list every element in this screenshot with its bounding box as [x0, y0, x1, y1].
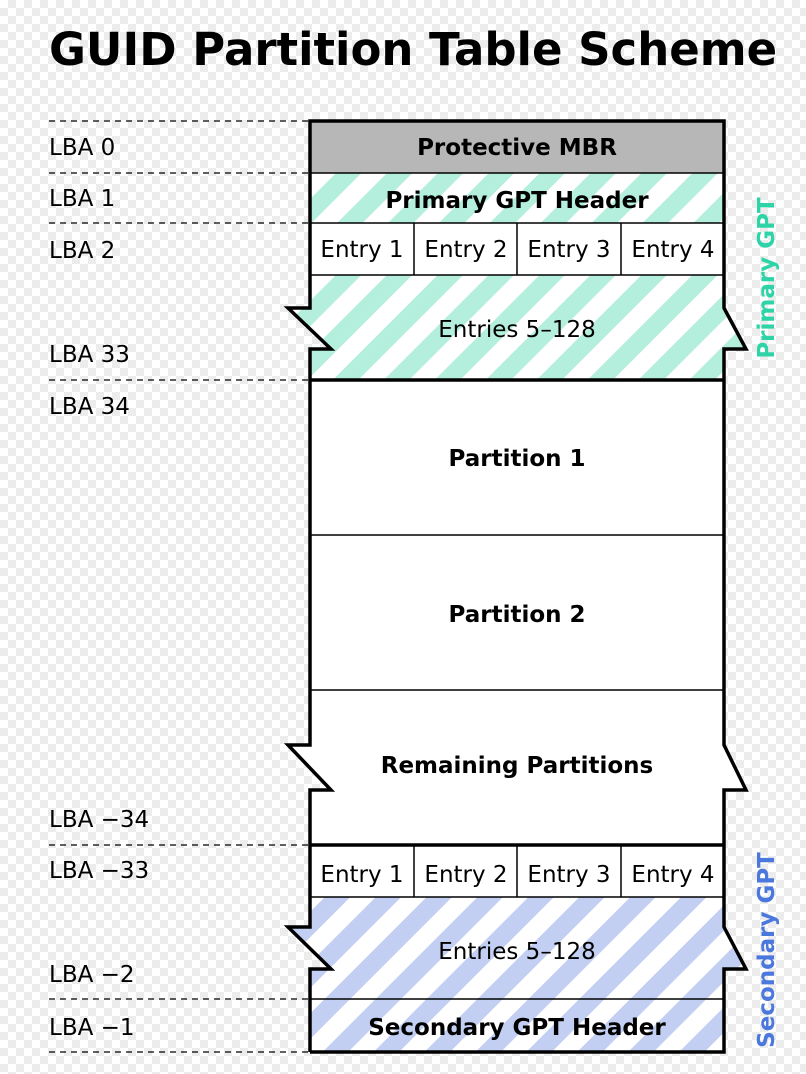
- block-labels: Protective MBR Primary GPT Header Entry …: [320, 135, 714, 1041]
- secondary-entry-1: Entry 1: [320, 862, 403, 888]
- disk-outline: [283, 119, 749, 1054]
- lba-label-0: LBA 0: [49, 135, 115, 161]
- primary-entry-4: Entry 4: [631, 237, 714, 263]
- block-dividers: [310, 172, 724, 1000]
- diagram-title: GUID Partition Table Scheme: [49, 23, 778, 76]
- secondary-entry-2: Entry 2: [424, 862, 507, 888]
- lba-label-minus-34: LBA −34: [49, 807, 149, 833]
- lba-labels: LBA 0 LBA 1 LBA 2 LBA 33 LBA 34 LBA −34 …: [49, 135, 149, 1041]
- partition-2-label: Partition 2: [448, 602, 585, 628]
- lba-label-34: LBA 34: [49, 394, 130, 420]
- lba-label-minus-1: LBA −1: [49, 1015, 135, 1041]
- partition-1-label: Partition 1: [448, 446, 585, 472]
- primary-entry-1: Entry 1: [320, 237, 403, 263]
- primary-gpt-side-label: Primary GPT: [754, 197, 780, 359]
- lba-label-1: LBA 1: [49, 186, 115, 212]
- secondary-gpt-header-label: Secondary GPT Header: [368, 1015, 666, 1041]
- lba-label-2: LBA 2: [49, 238, 115, 264]
- primary-gpt-header-label: Primary GPT Header: [385, 188, 649, 214]
- lba-label-33: LBA 33: [49, 342, 130, 368]
- section-boundaries: [310, 378, 724, 847]
- secondary-gpt-side-label: Secondary GPT: [754, 852, 780, 1048]
- secondary-entries-more: Entries 5–128: [438, 939, 595, 965]
- remaining-partitions-label: Remaining Partitions: [381, 753, 654, 779]
- lba-label-minus-2: LBA −2: [49, 962, 135, 988]
- secondary-entry-4: Entry 4: [631, 862, 714, 888]
- primary-entries-more: Entries 5–128: [438, 317, 595, 343]
- primary-entry-3: Entry 3: [527, 237, 610, 263]
- partitions-fill: [288, 380, 746, 845]
- protective-mbr-block: [310, 121, 724, 173]
- lba-label-minus-33: LBA −33: [49, 858, 149, 884]
- primary-entry-2: Entry 2: [424, 237, 507, 263]
- protective-mbr-label: Protective MBR: [417, 135, 617, 161]
- secondary-entry-3: Entry 3: [527, 862, 610, 888]
